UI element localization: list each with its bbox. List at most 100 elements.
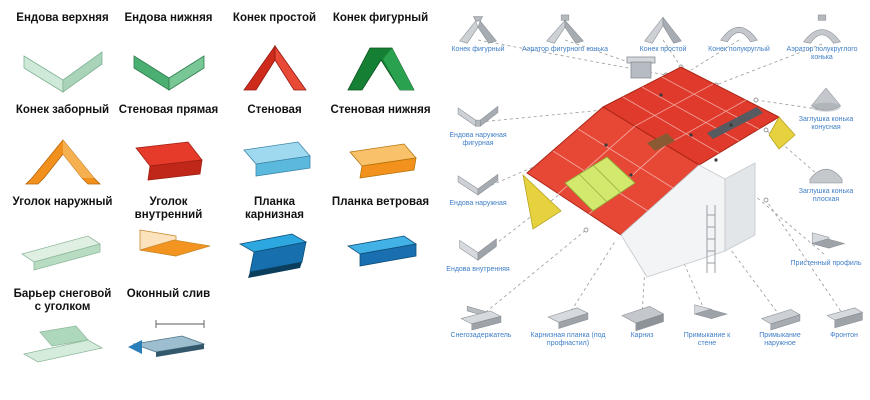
highlight-sheets bbox=[564, 156, 636, 212]
diagram-item-eaves-strip[interactable]: Карнизная планка (под профнастил) bbox=[526, 300, 610, 349]
diagram-item-snow-guard[interactable]: Снегозадержатель bbox=[440, 300, 522, 340]
diagram-item-label: Конек простой bbox=[639, 46, 687, 53]
ridge-simple-gray-icon bbox=[644, 16, 682, 44]
part-label: Конек заборный bbox=[15, 104, 110, 116]
part-label: Конек простой bbox=[232, 12, 317, 24]
wall-side bbox=[724, 162, 756, 252]
part-planka-vetrovaya: Планка ветровая bbox=[328, 196, 433, 288]
diagram-item-cap-flat[interactable]: Заглушка конька плоская bbox=[786, 156, 866, 205]
part-label: Ендова верхняя bbox=[16, 12, 109, 24]
ridge-simple-icon bbox=[242, 44, 307, 91]
part-label: Уголок наружный bbox=[12, 196, 113, 208]
cornice-icon bbox=[621, 306, 665, 331]
diagram-item-wall-profile[interactable]: Пристенный профиль bbox=[786, 228, 866, 268]
gable-left-highlight bbox=[522, 173, 562, 230]
eaves-strip-gray-icon bbox=[547, 307, 589, 329]
diagram-item-valley-outer-figured[interactable]: Ендова наружная фигурная bbox=[438, 100, 518, 149]
diagram-item-label: Заглушка конька конусная bbox=[798, 116, 854, 132]
gable-strip-icon bbox=[826, 307, 864, 329]
window-sill-icon bbox=[127, 320, 206, 357]
diagram-item-label: Ендова внутренняя bbox=[446, 266, 510, 273]
valley-inner-icon bbox=[459, 238, 497, 261]
diagram-item-label: Аэратор фигурного конька bbox=[521, 46, 609, 53]
part-label: Уголок внутренний bbox=[134, 196, 203, 222]
snow-guard-icon bbox=[460, 305, 502, 331]
part-stenovaya-nizhnyaya: Стеновая нижняя bbox=[328, 104, 433, 196]
abutment-wall-icon bbox=[693, 304, 728, 319]
part-planka-karniznaya: Планка карнизная bbox=[222, 196, 327, 288]
wall-plank-icon bbox=[242, 141, 311, 177]
aerator-halfround-icon bbox=[803, 14, 841, 44]
diagram-item-label: Конек полукруглый bbox=[708, 46, 770, 53]
diagram-item-label: Заглушка конька плоская bbox=[798, 188, 854, 204]
part-label: Планка ветровая bbox=[331, 196, 430, 208]
ridge-halfround-icon bbox=[720, 26, 758, 43]
diagram-item-aerator-halfround[interactable]: Аэратор полукруглого конька bbox=[778, 14, 866, 63]
part-label: Стеновая bbox=[247, 104, 302, 116]
part-stenovaya-pryamaya: Стеновая прямая bbox=[116, 104, 221, 196]
diagram-item-gable[interactable]: Фронтон bbox=[820, 300, 868, 340]
chimney bbox=[630, 61, 652, 79]
corner-outer-icon bbox=[20, 235, 101, 271]
diagram-item-label: Примыкание наружное bbox=[759, 332, 801, 348]
diagram-item-label: Ендова наружная bbox=[449, 200, 507, 207]
diagram-item-label: Примыкание к стене bbox=[683, 332, 731, 348]
diagram-item-aerator-figured[interactable]: Аэратор фигурного конька bbox=[520, 14, 610, 54]
valley-top-icon bbox=[23, 51, 102, 93]
part-label: Барьер снеговой с уголком bbox=[13, 288, 112, 314]
corner-inner-icon bbox=[139, 229, 210, 257]
diagram-item-ridge-simple[interactable]: Конек простой bbox=[628, 14, 698, 54]
part-konek-figurny: Конек фигурный bbox=[328, 12, 433, 104]
diagram-item-cornice[interactable]: Карниз bbox=[614, 300, 670, 340]
ridge-cap-flat-icon bbox=[809, 168, 843, 184]
part-barier-snegovoy: Барьер снеговой с уголком bbox=[10, 288, 115, 380]
diagram-item-valley-inner[interactable]: Ендова внутренняя bbox=[438, 234, 518, 274]
valley-outer-icon bbox=[457, 173, 499, 196]
parts-grid: Ендова верхняя Ендова нижняя Конек прост… bbox=[10, 12, 433, 380]
part-endova-verhnyaya: Ендова верхняя bbox=[10, 12, 115, 104]
diagram-item-label: Пристенный профиль bbox=[790, 260, 862, 267]
wall-abutment-profile-icon bbox=[811, 232, 846, 249]
ridge-figured-gray-icon bbox=[459, 16, 497, 44]
valley-bottom-icon bbox=[133, 55, 204, 91]
valley-outer-figured-icon bbox=[457, 105, 499, 127]
gable-right-highlight bbox=[768, 116, 796, 150]
part-endova-nizhnyaya: Ендова нижняя bbox=[116, 12, 221, 104]
diagram-item-abutment-outer[interactable]: Примыкание наружное bbox=[744, 300, 816, 349]
roof-diagram: Конек фигурный Аэратор фигурного конька … bbox=[436, 0, 870, 400]
diagram-item-label: Снегозадержатель bbox=[450, 332, 512, 339]
diagram-item-abutment-wall[interactable]: Примыкание к стене bbox=[674, 300, 740, 349]
roof-illustration bbox=[522, 56, 796, 278]
roof-walkway bbox=[707, 107, 763, 139]
part-stenovaya: Стеновая bbox=[222, 104, 327, 196]
part-label: Оконный слив bbox=[126, 288, 211, 300]
snow-barrier-icon bbox=[22, 325, 103, 363]
ridge-fence-icon bbox=[24, 139, 101, 185]
diagram-item-label: Карнизная планка (под профнастил) bbox=[530, 332, 606, 348]
part-ugolok-vnutrenniy: Уголок внутренний bbox=[116, 196, 221, 288]
part-label: Стеновая нижняя bbox=[330, 104, 431, 116]
part-ugolok-naruzhny: Уголок наружный bbox=[10, 196, 115, 288]
diagram-item-label: Конек фигурный bbox=[451, 46, 505, 53]
roof-hatch bbox=[647, 133, 675, 151]
diagram-item-ridge-halfround[interactable]: Конек полукруглый bbox=[702, 14, 776, 54]
diagram-item-label: Аэратор полукруглого конька bbox=[786, 46, 858, 62]
part-label: Конек фигурный bbox=[332, 12, 429, 24]
diagram-item-cap-cone[interactable]: Заглушка конька конусная bbox=[786, 84, 866, 133]
part-label: Ендова нижняя bbox=[124, 12, 213, 24]
diagram-item-valley-outer[interactable]: Ендова наружная bbox=[438, 168, 518, 208]
diagram-item-ridge-figured[interactable]: Конек фигурный bbox=[446, 14, 510, 54]
diagram-item-label: Ендова наружная фигурная bbox=[449, 132, 507, 148]
ladder bbox=[706, 205, 716, 273]
diagram-item-label: Фронтон bbox=[830, 332, 858, 339]
wall-bottom-icon bbox=[348, 143, 417, 179]
part-label: Стеновая прямая bbox=[118, 104, 219, 116]
wind-strip-icon bbox=[346, 235, 417, 267]
part-konek-prostoy: Конек простой bbox=[222, 12, 327, 104]
eaves-strip-icon bbox=[238, 233, 307, 278]
abutment-outer-icon bbox=[760, 309, 801, 331]
diagram-item-label: Карниз bbox=[630, 332, 654, 339]
ridge-figured-icon bbox=[346, 47, 415, 91]
part-konek-zaborny: Конек заборный bbox=[10, 104, 115, 196]
